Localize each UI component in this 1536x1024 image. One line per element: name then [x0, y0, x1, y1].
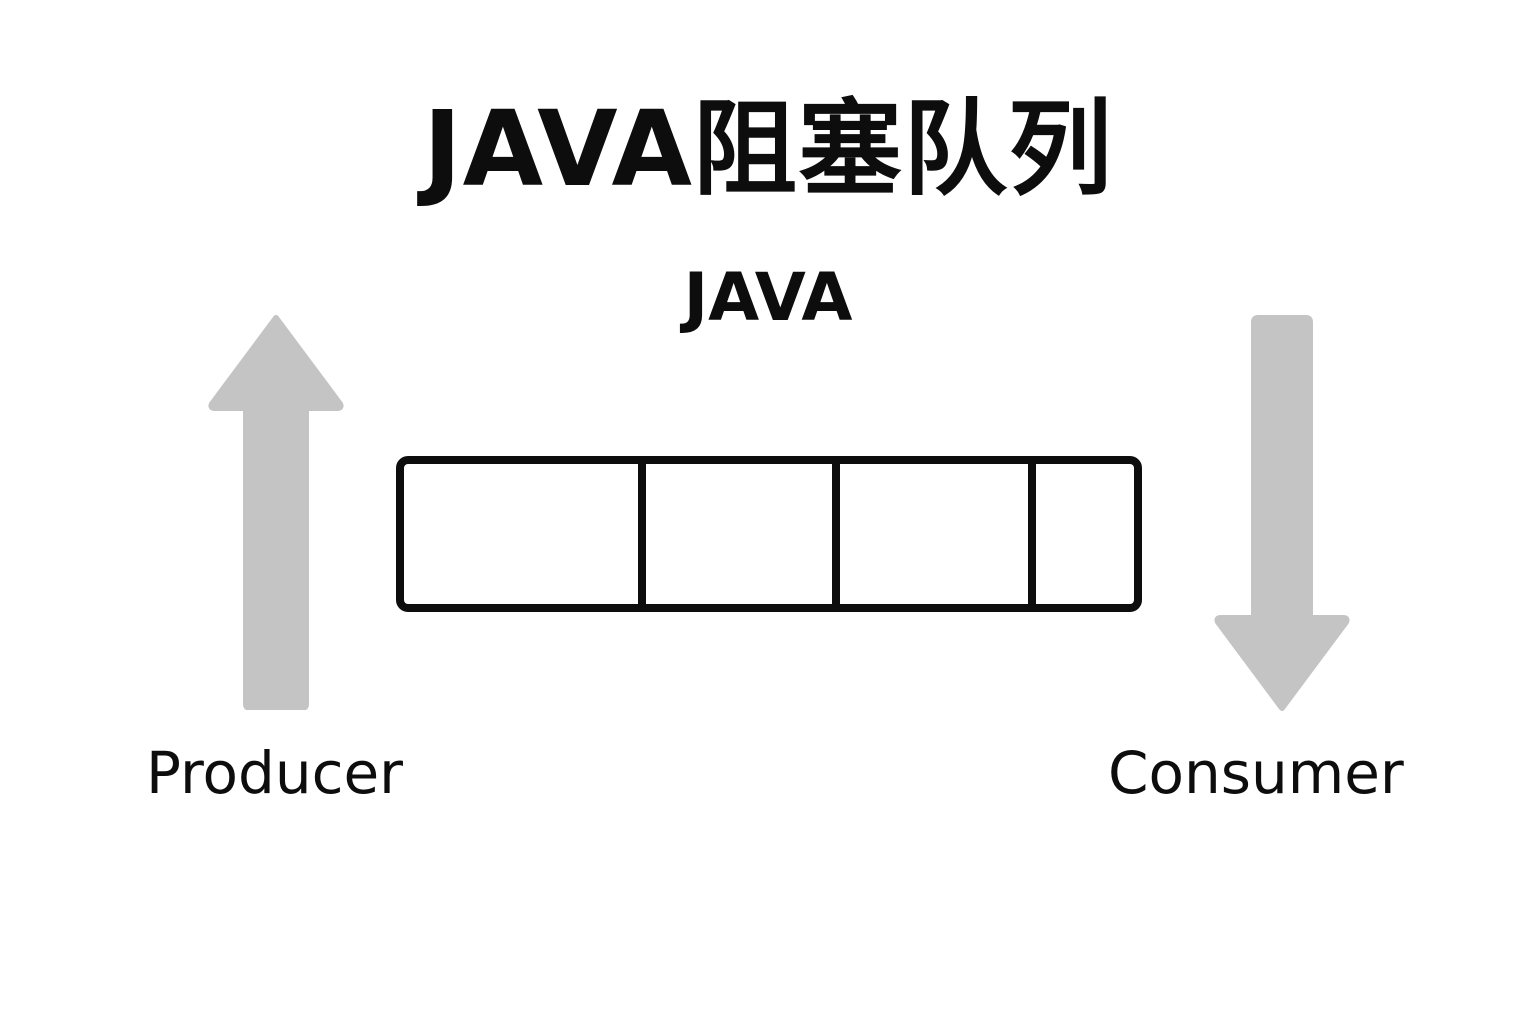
producer-up-arrow-icon [208, 315, 344, 710]
blocking-queue [396, 456, 1142, 612]
producer-label: Producer [146, 739, 404, 807]
consumer-arrow-shape [1214, 315, 1350, 711]
diagram-title: JAVA阻塞队列 [422, 88, 1114, 210]
queue-slot [840, 464, 1036, 604]
queue-slot [1036, 464, 1134, 604]
consumer-label: Consumer [1108, 739, 1404, 807]
queue-slot [646, 464, 840, 604]
diagram-subtitle: JAVA [683, 259, 853, 336]
consumer-down-arrow-icon [1214, 315, 1350, 711]
producer-arrow-shape [208, 315, 344, 710]
queue-slot [404, 464, 646, 604]
